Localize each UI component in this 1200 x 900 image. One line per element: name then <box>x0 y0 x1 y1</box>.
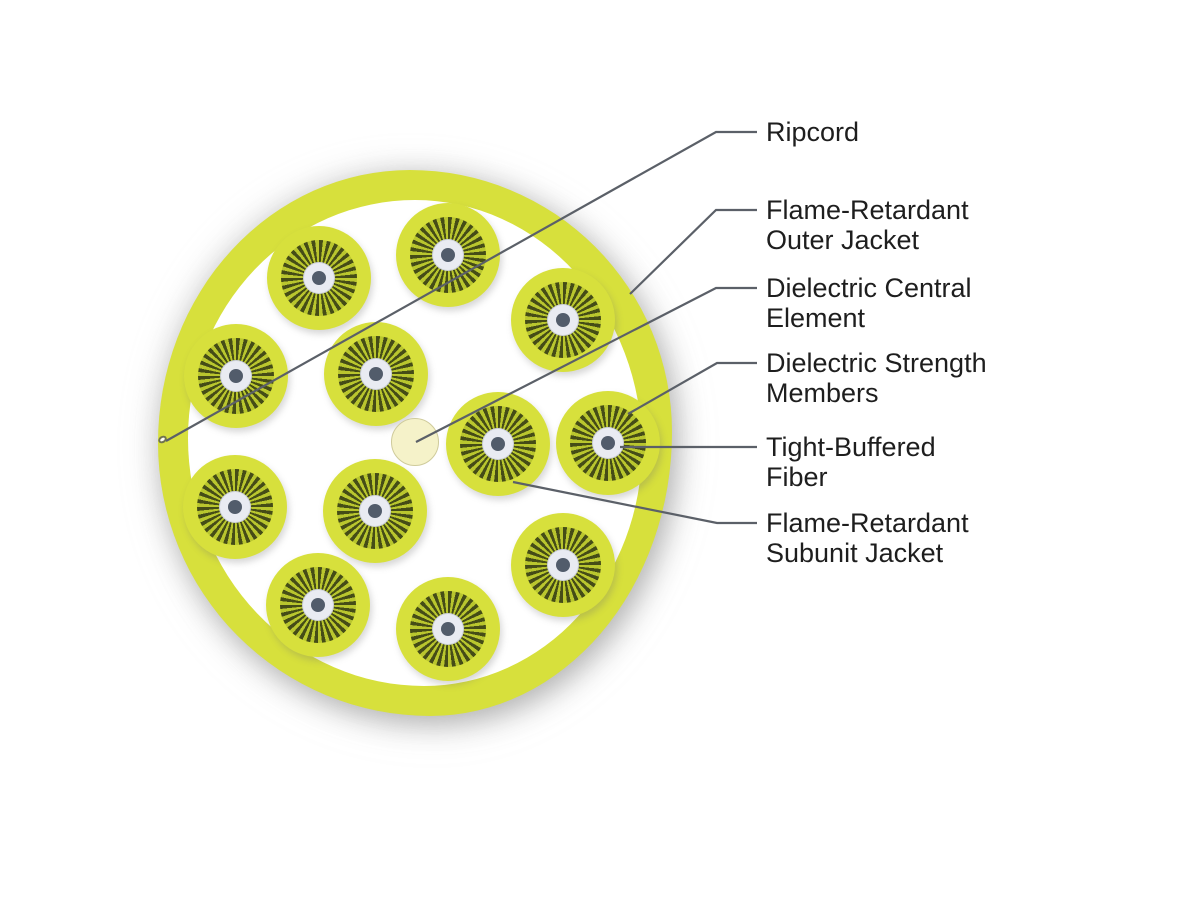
fiber-subunit <box>266 553 370 657</box>
fiber-core-dot <box>491 437 505 451</box>
label-line: Members <box>766 378 879 408</box>
fiber-core-dot <box>556 558 570 572</box>
fiber-core-dot <box>369 367 383 381</box>
fiber-subunit <box>267 226 371 330</box>
fiber-core-dot <box>368 504 382 518</box>
label-line: Subunit Jacket <box>766 538 944 568</box>
fiber-subunit <box>323 459 427 563</box>
fiber-core-dot <box>312 271 326 285</box>
fiber-core-dot <box>228 500 242 514</box>
fiber-core-dot <box>556 313 570 327</box>
label-line: Flame-Retardant <box>766 508 969 538</box>
fiber-subunit <box>324 322 428 426</box>
label-line: Fiber <box>766 462 828 492</box>
fiber-subunit <box>446 392 550 496</box>
label-ripcord: Ripcord <box>766 117 859 147</box>
fiber-subunit <box>396 577 500 681</box>
fiber-subunit <box>511 513 615 617</box>
label-line: Flame-Retardant <box>766 195 969 225</box>
label-central-element: Dielectric Central Element <box>766 273 972 333</box>
fiber-subunit <box>511 268 615 372</box>
label-subunit-jacket: Flame-Retardant Subunit Jacket <box>766 508 969 568</box>
label-strength-members: Dielectric Strength Members <box>766 348 987 408</box>
fiber-subunit <box>183 455 287 559</box>
label-line: Tight-Buffered <box>766 432 936 462</box>
fiber-core-dot <box>229 369 243 383</box>
fiber-core-dot <box>311 598 325 612</box>
label-line: Outer Jacket <box>766 225 920 255</box>
dielectric-central-element <box>391 418 439 466</box>
fiber-core-dot <box>441 248 455 262</box>
fiber-core-dot <box>441 622 455 636</box>
label-tight-buffered-fiber: Tight-Buffered Fiber <box>766 432 936 492</box>
fiber-subunit <box>556 391 660 495</box>
label-outer-jacket: Flame-Retardant Outer Jacket <box>766 195 969 255</box>
label-line: Dielectric Strength <box>766 348 987 378</box>
label-line: Element <box>766 303 866 333</box>
label-line: Dielectric Central <box>766 273 972 303</box>
label-line: Ripcord <box>766 117 860 147</box>
fiber-core-dot <box>601 436 615 450</box>
fiber-subunit <box>396 203 500 307</box>
fiber-subunit <box>184 324 288 428</box>
